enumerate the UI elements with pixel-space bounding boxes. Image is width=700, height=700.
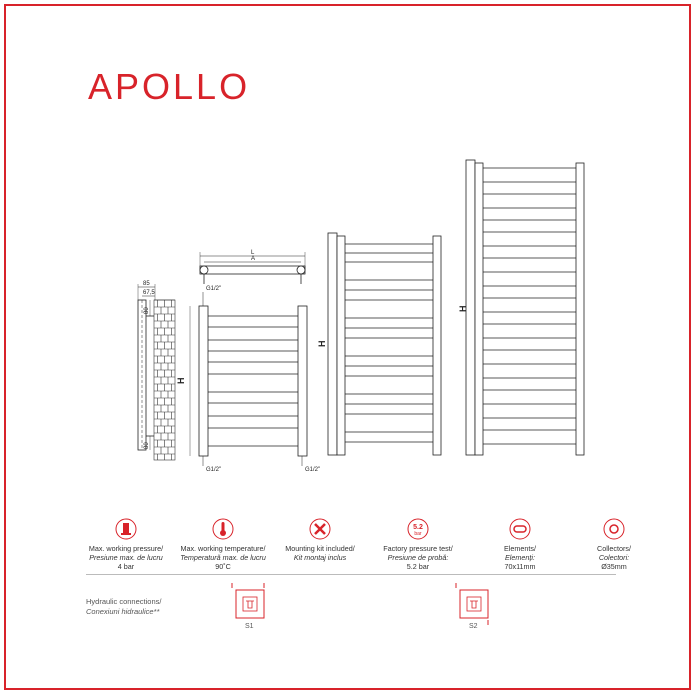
pressure-test-badge-value: 5.2: [413, 524, 423, 531]
spec-collectors: Collectors/ Colectori: Ø35mm: [559, 518, 669, 571]
pressure-icon: [115, 518, 137, 540]
wall-bricks: [153, 299, 176, 461]
pressure-test-badge-unit: bar: [414, 531, 422, 537]
spec-pressure-line1: Max. working pressure/: [88, 544, 164, 553]
spec-pressure-line2: Presiune max. de lucru: [89, 553, 163, 562]
spec-temperature-line2: Temperatură max. de lucru: [180, 553, 266, 562]
dim-depth-total: 85: [143, 281, 150, 287]
thermometer-icon: [212, 518, 234, 540]
spec-pressure-test-line3: 5.2 bar: [406, 562, 430, 571]
dim-height-medium: H: [317, 341, 327, 348]
hydraulic-diagram-s2: [455, 583, 489, 625]
spec-pressure: Max. working pressure/ Presiune max. de …: [71, 518, 181, 571]
dim-height-small: H: [176, 378, 186, 385]
collector-icon: [603, 518, 625, 540]
element-profile-icon: [509, 518, 531, 540]
dim-depth-axis: 67,5: [143, 290, 155, 296]
wrench-icon: [309, 518, 331, 540]
spec-pressure-test-line1: Factory pressure test/: [383, 544, 453, 553]
top-view: [199, 252, 306, 284]
radiator-medium: [327, 232, 442, 456]
spec-temperature-line1: Max. working temperature/: [180, 544, 266, 553]
spec-mounting-line1: Mounting kit included/: [285, 544, 355, 553]
page-border: [4, 4, 691, 690]
product-title: APOLLO: [88, 66, 251, 107]
hydraulic-option-s1-label: S1: [245, 623, 254, 630]
spec-pressure-line3: 4 bar: [117, 562, 135, 571]
spec-elements-line2: Elemenți:: [505, 553, 535, 562]
spec-pressure-test-line2: Presiune de probă:: [387, 553, 449, 562]
spec-mounting-line2: Kit montaj inclus: [293, 553, 347, 562]
radiator-small: [189, 292, 308, 466]
hydraulic-connections-label: Hydraulic connections/ Conexiuni hidraul…: [86, 597, 161, 616]
dim-height-large: H: [458, 306, 468, 313]
spec-elements: Elements/ Elemenți: 70x11mm: [465, 518, 575, 571]
dim-offset-top: 80: [144, 307, 150, 314]
side-view: [137, 284, 176, 461]
hydraulic-diagram-s1: [231, 583, 265, 619]
hydraulic-line1: Hydraulic connections/: [86, 597, 162, 606]
spec-pressure-test: 5.2 bar Factory pressure test/ Presiune …: [363, 518, 473, 571]
dim-length-A: A: [251, 256, 255, 262]
dim-offset-bottom: 80: [144, 442, 150, 449]
spec-collectors-line1: Collectors/: [597, 544, 631, 553]
spec-collectors-line3: Ø35mm: [601, 562, 627, 571]
spec-collectors-line2: Colectori:: [598, 553, 630, 562]
thread-bottom-right: G1/2": [305, 467, 320, 473]
thread-top: G1/2": [206, 286, 221, 292]
spec-mounting: Mounting kit included/ Kit montaj inclus: [265, 518, 375, 562]
spec-elements-line3: 70x11mm: [504, 562, 536, 571]
hydraulic-line2: Conexiuni hidraulice**: [86, 606, 160, 616]
spec-temperature-line3: 90˚C: [215, 562, 231, 571]
spec-temperature: Max. working temperature/ Temperatură ma…: [168, 518, 278, 571]
thread-bottom-left: G1/2": [206, 467, 221, 473]
dim-length-L: L: [251, 250, 255, 256]
spec-elements-line1: Elements/: [504, 544, 536, 553]
radiator-large: [465, 159, 585, 456]
hydraulic-option-s2-label: S2: [469, 623, 478, 630]
section-divider: [86, 574, 616, 575]
pressure-test-icon: 5.2 bar: [407, 518, 429, 540]
